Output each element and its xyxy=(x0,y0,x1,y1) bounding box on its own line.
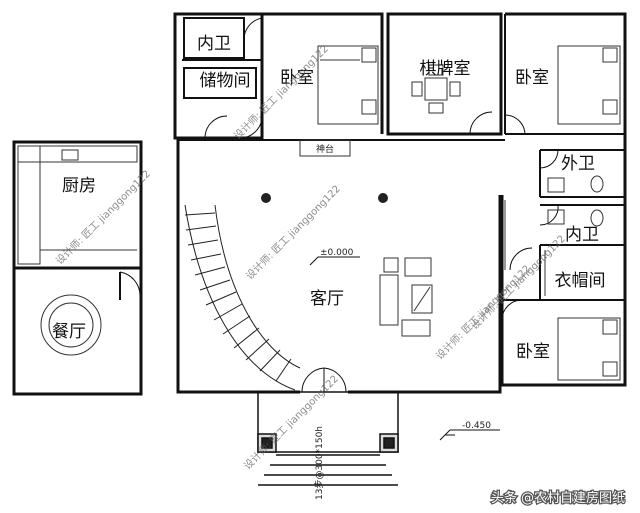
door-bedroom-br xyxy=(501,299,523,321)
label-storage: 储物间 xyxy=(200,71,251,91)
bed-top-left xyxy=(317,45,379,125)
label-inner-wc-top: 内卫 xyxy=(197,34,231,54)
wall-chess-room xyxy=(386,12,503,136)
sofa-set xyxy=(379,257,433,337)
entrance-porch xyxy=(257,391,399,486)
label-chess-room: 棋牌室 xyxy=(420,59,471,79)
label-bedroom-top-right: 卧室 xyxy=(515,68,549,88)
bed-bottom-right xyxy=(557,317,621,381)
label-outer-wc: 外卫 xyxy=(561,154,595,174)
shrine-table xyxy=(299,139,351,157)
label-steps: 13步@300*150h xyxy=(314,426,325,500)
curved-staircase xyxy=(184,204,301,391)
door-cloakroom xyxy=(509,247,533,271)
label-level-outside: -0.450 xyxy=(462,421,491,431)
toilets xyxy=(547,175,604,227)
wall-bedroom-top-left xyxy=(262,12,384,134)
door-main-right xyxy=(323,367,347,393)
wall-hall-left-bottom xyxy=(176,138,300,394)
label-shrine: 神台 xyxy=(316,143,334,155)
columns xyxy=(261,193,388,203)
door-bedroom-tl xyxy=(239,115,263,139)
wall-hall-right-bottom xyxy=(348,195,502,394)
label-level-main: ±0.000 xyxy=(320,248,354,258)
label-living: 客厅 xyxy=(310,289,344,309)
label-dining: 餐厅 xyxy=(52,322,86,342)
watermark-6: 设计师: 匠工 jianggong122 xyxy=(468,232,568,332)
wall-storage xyxy=(183,67,257,99)
label-inner-wc-right: 内卫 xyxy=(565,225,599,245)
level-marker-main xyxy=(309,256,360,266)
level-marker-outside xyxy=(439,429,500,441)
watermark-5: 设计师: 匠工 jianggong122 xyxy=(241,372,341,472)
label-bedroom-bottom-right: 卧室 xyxy=(516,342,550,362)
door-main-left xyxy=(301,367,325,393)
door-storage xyxy=(204,115,228,139)
kitchen-counters xyxy=(17,145,138,265)
door-outer-wc xyxy=(539,149,559,169)
bed-top-right xyxy=(557,45,621,125)
brand-tag: 头条 @农村自建房图纸 xyxy=(491,490,625,506)
label-kitchen: 厨房 xyxy=(62,176,96,196)
watermark-3: 设计师: 匠工 jianggong122 xyxy=(243,182,343,282)
doors xyxy=(119,17,559,393)
door-inner-wc xyxy=(243,17,263,41)
label-cloakroom: 衣帽间 xyxy=(555,271,606,291)
mahjong-table xyxy=(411,64,461,114)
door-dining xyxy=(119,271,141,296)
door-bedroom-tr xyxy=(504,114,526,135)
label-bedroom-top-left: 卧室 xyxy=(280,68,314,88)
watermark-1: 设计师: 匠工 jianggong122 xyxy=(231,42,331,142)
door-chess xyxy=(469,111,493,135)
wall-right-wing xyxy=(500,12,627,387)
door-inner-wc-right xyxy=(539,204,559,226)
dining-table xyxy=(40,294,102,356)
wardrobe-rails xyxy=(504,200,546,296)
